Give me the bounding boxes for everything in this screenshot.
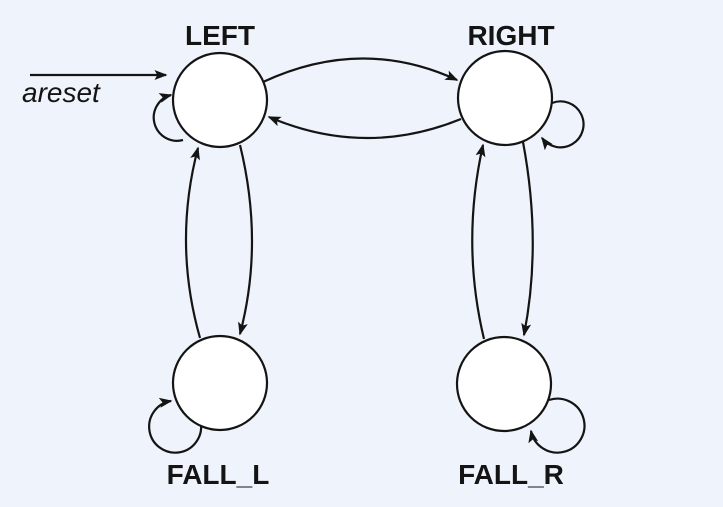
state-labels: LEFT RIGHT FALL_L FALL_R areset	[22, 20, 564, 490]
edge-fall-r-to-right	[471, 143, 486, 340]
edge-left-to-right	[262, 57, 459, 83]
edge-right-to-left	[267, 115, 462, 140]
edge-left-to-fall-l	[238, 144, 254, 336]
state-circle-left	[171, 51, 269, 149]
state-label-fall-l: FALL_L	[167, 459, 270, 490]
state-circle-fall-r	[455, 335, 553, 433]
state-circle-fall-l	[171, 334, 269, 432]
state-label-fall-r: FALL_R	[458, 459, 564, 490]
edge-fall-l-self-loop	[148, 397, 203, 454]
transition-edges	[30, 57, 586, 454]
state-label-left: LEFT	[185, 20, 255, 51]
reset-signal-label: areset	[22, 77, 101, 108]
edge-right-self-loop	[541, 100, 585, 151]
edge-right-to-fall-r	[521, 141, 534, 337]
edge-left-self-loop	[152, 93, 184, 142]
state-nodes	[171, 49, 554, 433]
state-circle-right	[456, 49, 554, 147]
state-label-right: RIGHT	[467, 20, 554, 51]
edge-fall-l-to-left	[184, 146, 202, 339]
edge-fall-r-self-loop	[528, 397, 586, 454]
